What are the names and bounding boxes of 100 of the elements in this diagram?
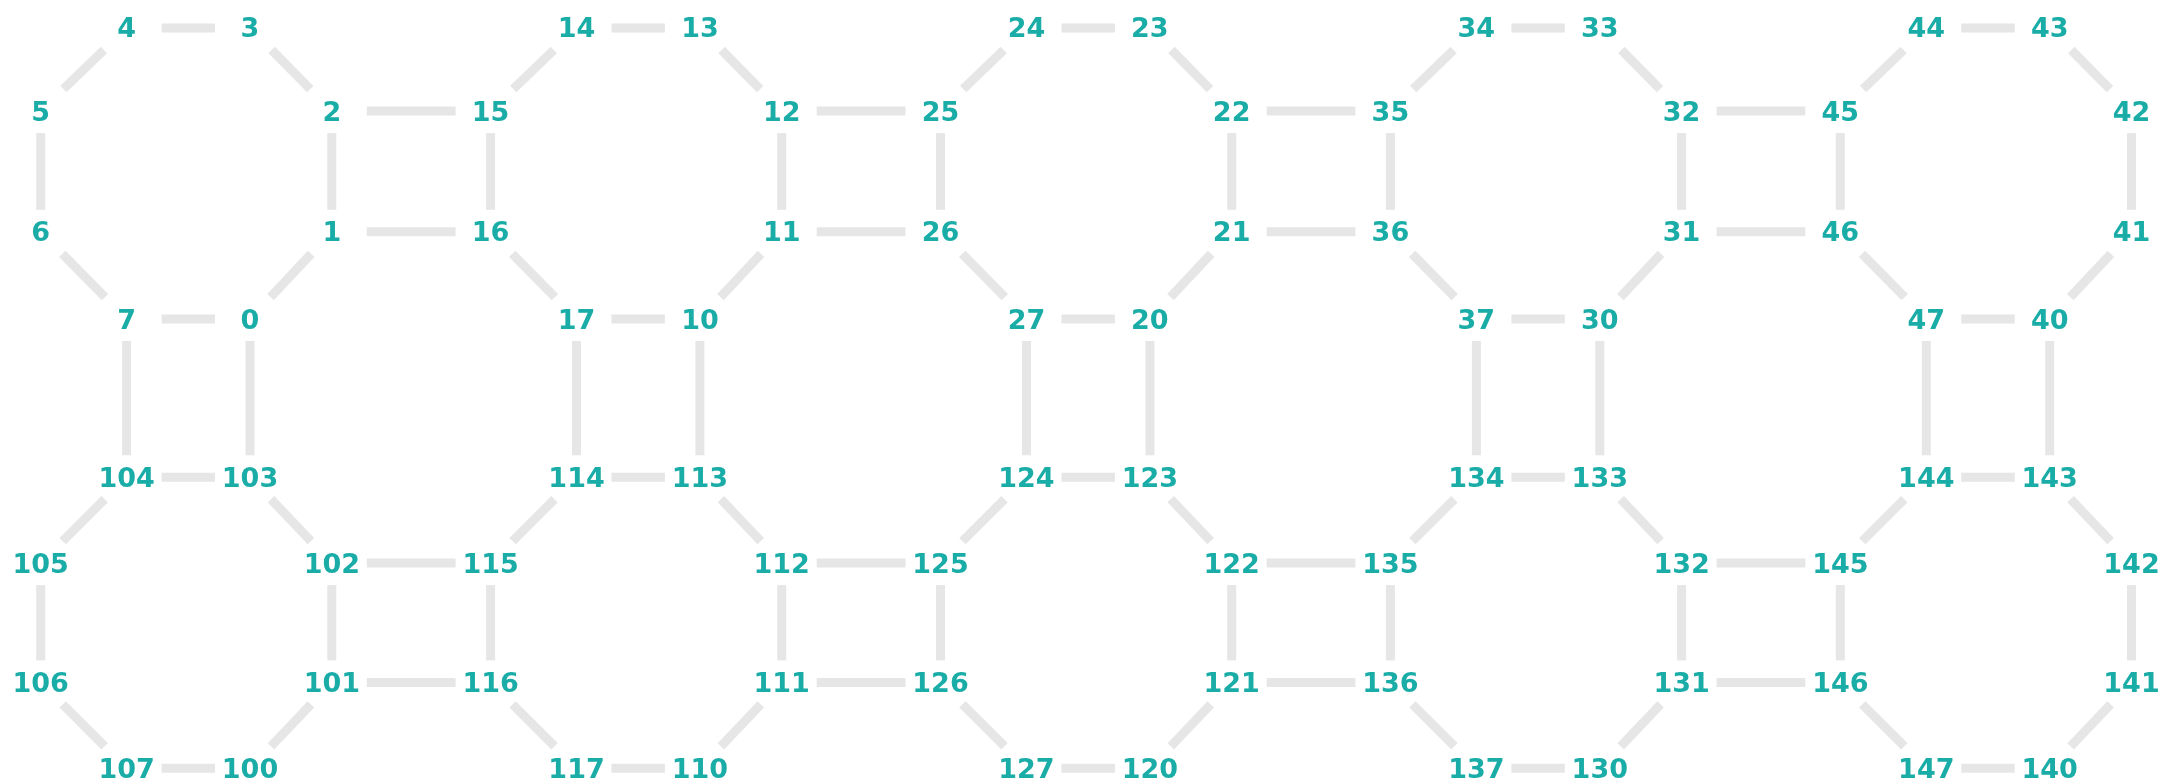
connector-line — [1595, 341, 1605, 456]
connector-line — [959, 701, 1008, 750]
connector-line — [1167, 496, 1214, 545]
connector-line — [2127, 585, 2136, 661]
connector-line — [1410, 46, 1457, 93]
connector-line — [611, 763, 665, 773]
connector-line — [960, 46, 1007, 93]
number-label: 117 — [545, 750, 608, 784]
connector-line — [1511, 472, 1565, 482]
number-label: 10 — [668, 301, 731, 338]
number-label: 110 — [668, 750, 731, 784]
connector-line — [1061, 23, 1115, 33]
number-label: 143 — [2018, 459, 2081, 496]
number-label: 13 — [668, 9, 731, 46]
connector-line — [1022, 341, 1031, 456]
connector-line — [1266, 227, 1356, 237]
number-label: 20 — [1118, 301, 1181, 338]
number-label: 1 — [300, 213, 363, 250]
connector-line — [1061, 763, 1115, 773]
connector-line — [59, 701, 108, 750]
number-label: 45 — [1809, 93, 1872, 130]
connector-line — [1961, 472, 2015, 482]
number-label: 147 — [1895, 750, 1958, 784]
number-label: 4 — [95, 9, 158, 46]
number-label: 22 — [1200, 93, 1263, 130]
connector-line — [611, 23, 665, 33]
connector-line — [2067, 496, 2114, 545]
connector-line — [1617, 496, 1664, 545]
connector-line — [717, 701, 765, 750]
connector-line — [161, 314, 215, 324]
number-label: 30 — [1568, 301, 1631, 338]
connector-line — [2127, 133, 2136, 210]
number-label: 145 — [1809, 545, 1872, 582]
connector-line — [267, 701, 315, 750]
connector-line — [1385, 585, 1395, 661]
connector-line — [718, 46, 764, 93]
connector-line — [936, 585, 945, 661]
connector-line — [1859, 46, 1907, 93]
connector-line — [1716, 227, 1806, 237]
connector-line — [486, 133, 496, 210]
number-label: 46 — [1809, 213, 1872, 250]
connector-line — [1677, 133, 1687, 210]
number-label: 44 — [1895, 9, 1958, 46]
connector-line — [1835, 585, 1845, 661]
connector-line — [59, 250, 109, 301]
connector-line — [1835, 133, 1845, 210]
number-label: 15 — [459, 93, 522, 130]
number-label: 113 — [668, 459, 731, 496]
connector-line — [816, 106, 906, 116]
number-label: 136 — [1359, 664, 1422, 701]
number-label: 103 — [219, 459, 281, 496]
number-label: 106 — [9, 664, 72, 701]
connector-line — [1859, 496, 1908, 545]
connector-line — [486, 585, 496, 661]
connector-line — [267, 250, 315, 301]
number-label: 7 — [95, 301, 158, 338]
connector-line — [1409, 701, 1458, 750]
number-label: 114 — [545, 459, 608, 496]
connector-line — [327, 585, 337, 661]
number-label: 142 — [2100, 545, 2163, 582]
connector-line — [2067, 701, 2114, 750]
number-label: 100 — [219, 750, 281, 784]
number-label: 111 — [750, 664, 813, 701]
number-label: 11 — [750, 213, 813, 250]
number-label: 14 — [545, 9, 608, 46]
number-label: 124 — [995, 459, 1058, 496]
number-label: 115 — [459, 545, 522, 582]
connector-line — [60, 46, 108, 93]
connector-line — [777, 585, 787, 661]
number-label: 102 — [300, 545, 363, 582]
number-label: 27 — [995, 301, 1058, 338]
number-label: 101 — [300, 664, 363, 701]
connector-line — [1511, 23, 1565, 33]
connector-line — [1716, 558, 1806, 568]
connector-line — [1921, 341, 1931, 456]
connector-line — [816, 677, 906, 687]
number-label: 0 — [219, 301, 281, 338]
connector-line — [1266, 106, 1356, 116]
connector-line — [366, 227, 456, 237]
connector-line — [1961, 23, 2015, 33]
number-label: 16 — [459, 213, 522, 250]
connector-line — [509, 701, 558, 750]
number-label: 40 — [2018, 301, 2081, 338]
connector-line — [1858, 250, 1908, 301]
connector-line — [1511, 763, 1565, 773]
number-label: 131 — [1650, 664, 1713, 701]
connector-line — [366, 677, 456, 687]
connector-line — [1716, 677, 1806, 687]
connector-line — [1227, 585, 1237, 661]
number-label: 134 — [1445, 459, 1508, 496]
number-label: 137 — [1445, 750, 1508, 784]
connector-line — [36, 133, 46, 210]
number-label: 35 — [1359, 93, 1422, 130]
number-label: 121 — [1200, 664, 1263, 701]
connector-line — [572, 341, 581, 456]
number-label: 36 — [1359, 213, 1422, 250]
number-label: 135 — [1359, 545, 1422, 582]
connector-line — [366, 106, 456, 116]
connector-line — [695, 341, 705, 456]
connector-line — [1168, 46, 1214, 93]
